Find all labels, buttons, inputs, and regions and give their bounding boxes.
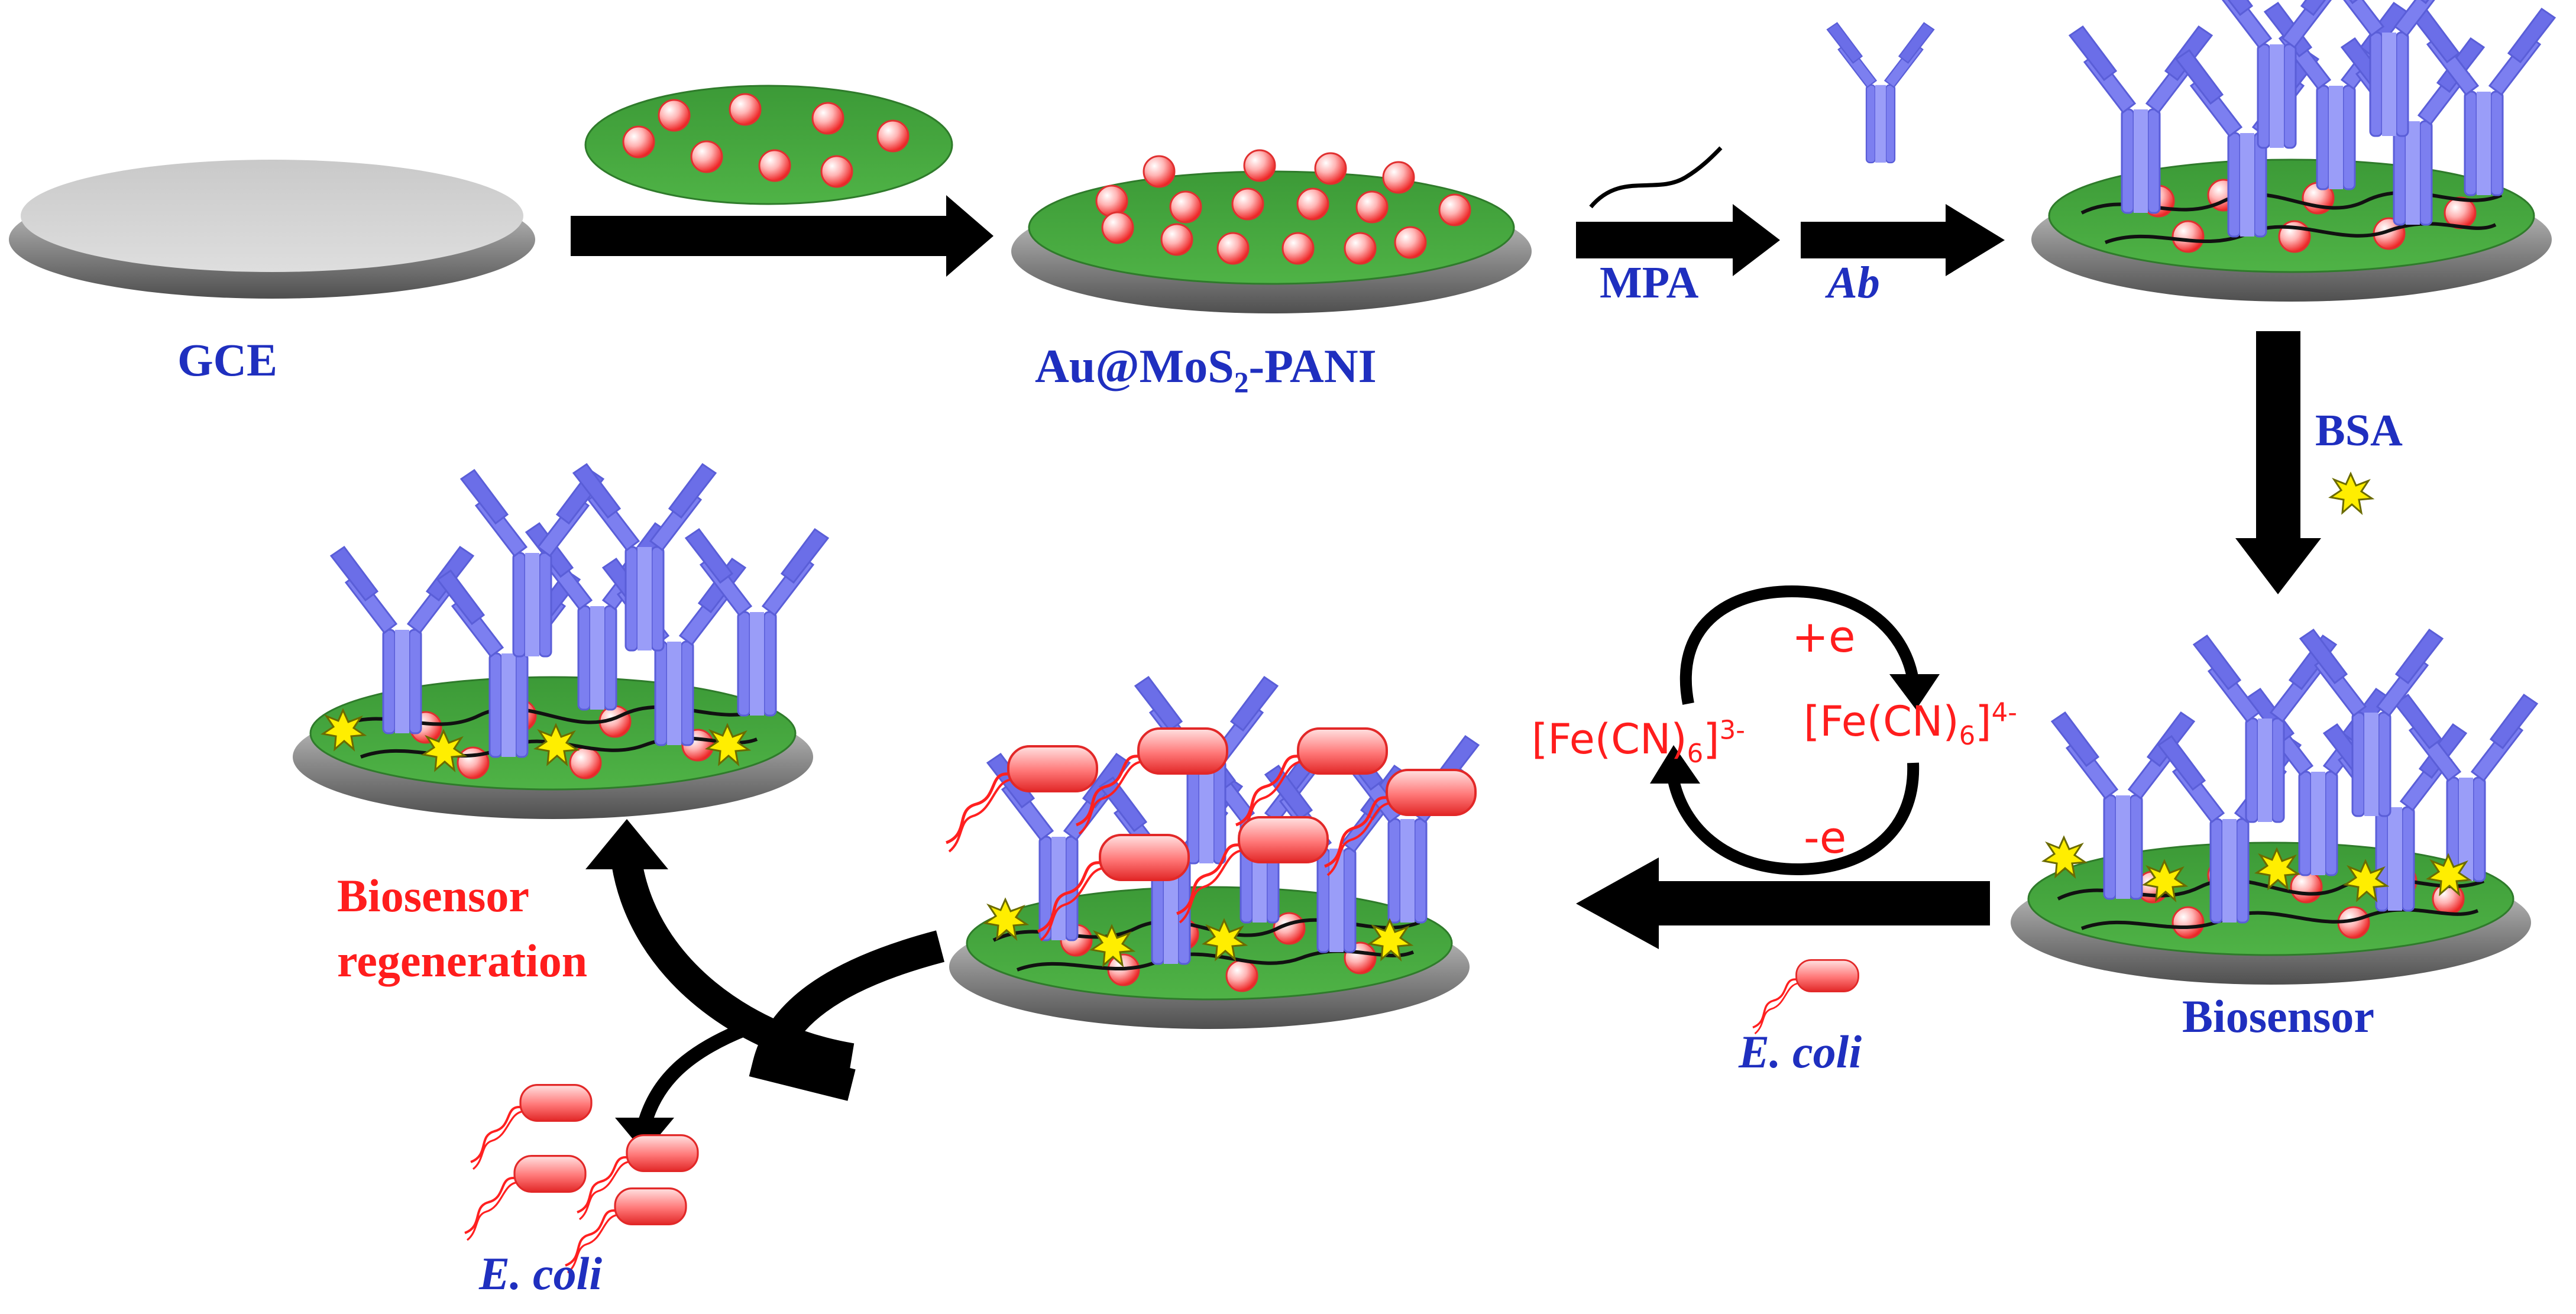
electrode-gce bbox=[9, 160, 535, 299]
arrow-ab bbox=[1801, 22, 2005, 276]
electrode-captured bbox=[946, 676, 1480, 1029]
label-regeneration-line1: Biosensor bbox=[337, 870, 530, 921]
label-gce: GCE bbox=[177, 334, 278, 386]
fe3-sup: 3- bbox=[1719, 716, 1745, 746]
redox-cycle bbox=[1650, 585, 1940, 876]
label-regeneration: Biosensor regeneration bbox=[337, 863, 587, 993]
electrode-regenerated bbox=[293, 463, 829, 819]
fe3-bracket: ] bbox=[1703, 715, 1720, 763]
fe3-main: [Fe(CN) bbox=[1532, 715, 1687, 763]
fe4-bracket: ] bbox=[1975, 697, 1992, 746]
label-ecoli-target: E. coli bbox=[1739, 1026, 1862, 1077]
arrow-mpa bbox=[1576, 146, 1780, 276]
electrode-antibody bbox=[2031, 0, 2556, 302]
arrow-modify bbox=[571, 195, 993, 277]
label-ab: Ab bbox=[1827, 258, 1880, 308]
label-composite-prefix: Au@MoS bbox=[1035, 341, 1234, 393]
electrode-composite bbox=[1011, 149, 1532, 313]
fe3-sub: 6 bbox=[1687, 739, 1704, 769]
label-ferricyanide: [Fe(CN)6]3- bbox=[1532, 716, 1745, 767]
label-composite-sub: 2 bbox=[1234, 366, 1249, 399]
label-redox-plus: +e bbox=[1792, 611, 1856, 662]
label-regeneration-line2: regeneration bbox=[337, 935, 588, 986]
fe4-main: [Fe(CN) bbox=[1804, 697, 1959, 746]
arrow-capture bbox=[1576, 857, 1990, 1035]
composite-sheet bbox=[584, 85, 953, 205]
label-mpa: MPA bbox=[1600, 258, 1699, 308]
label-ferrocyanide: [Fe(CN)6]4- bbox=[1804, 698, 2017, 749]
electrode-biosensor bbox=[2011, 629, 2538, 985]
label-ecoli-released: E. coli bbox=[479, 1248, 602, 1299]
label-composite-suffix: -PANI bbox=[1248, 341, 1377, 393]
fe4-sup: 4- bbox=[1991, 698, 2017, 728]
arrow-regeneration bbox=[585, 819, 945, 1153]
label-biosensor: Biosensor bbox=[2182, 991, 2375, 1042]
label-composite: Au@MoS2-PANI bbox=[1035, 341, 1377, 397]
released-bacteria bbox=[465, 1085, 698, 1273]
arrow-bsa bbox=[2235, 331, 2373, 594]
fe4-sub: 6 bbox=[1959, 721, 1976, 751]
label-bsa: BSA bbox=[2315, 406, 2403, 455]
label-redox-minus: -e bbox=[1804, 813, 1847, 863]
